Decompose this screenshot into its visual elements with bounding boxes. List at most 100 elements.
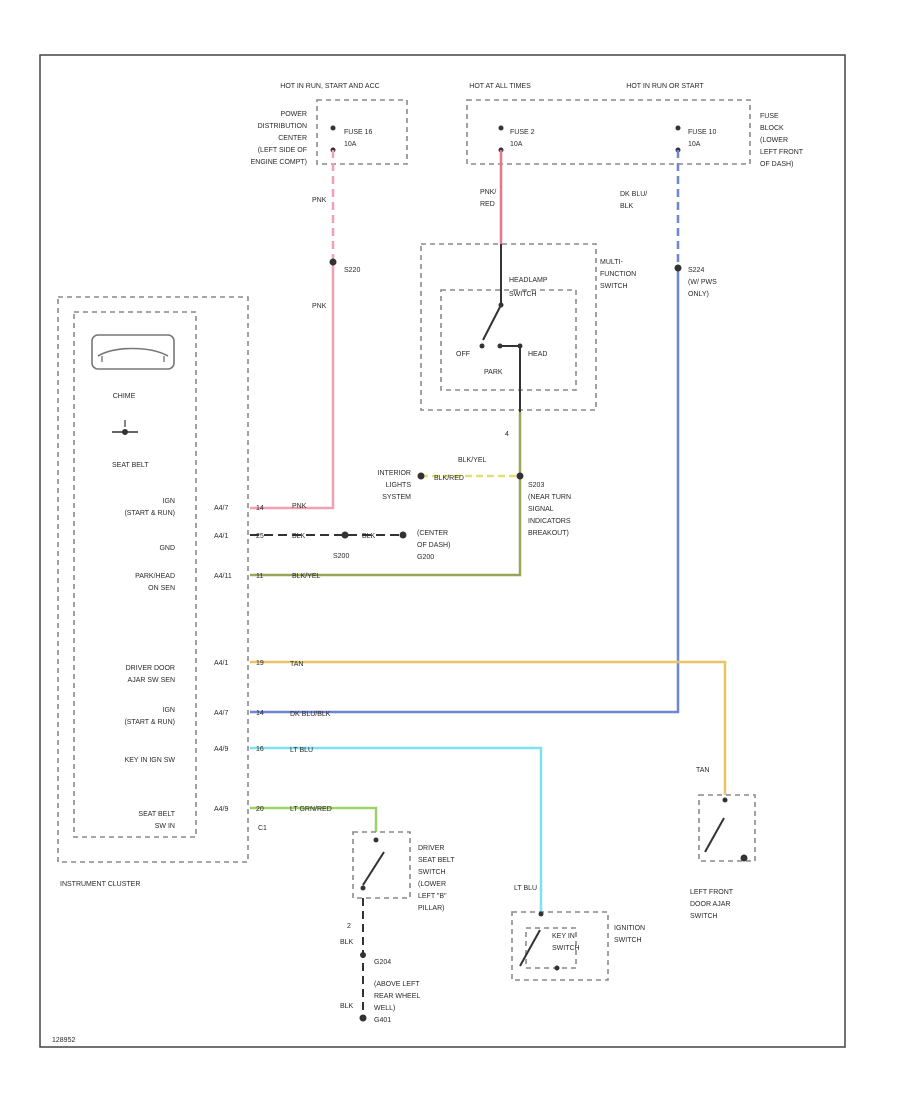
svg-text:IGN: IGN	[163, 498, 175, 505]
svg-text:BLK/YEL: BLK/YEL	[292, 573, 321, 580]
svg-text:(LOWER: (LOWER	[760, 137, 788, 144]
cluster-pin-labels: IGN (START & RUN) GND PARK/HEAD ON SEN D…	[124, 498, 175, 830]
svg-text:BLK: BLK	[340, 939, 354, 946]
key-in-top-contact	[538, 911, 544, 917]
splice-s224	[674, 264, 682, 272]
splice-s200	[341, 531, 349, 539]
diagram-frame	[39, 54, 846, 1048]
svg-text:14: 14	[256, 710, 264, 717]
svg-text:LEFT FRONT: LEFT FRONT	[690, 889, 734, 896]
svg-text:INDICATORS: INDICATORS	[528, 518, 571, 525]
svg-text:4: 4	[505, 431, 509, 438]
svg-text:FUNCTION: FUNCTION	[600, 271, 636, 278]
ignition-switch-label-1: IGNITION	[614, 925, 645, 932]
svg-text:LT BLU: LT BLU	[290, 747, 313, 754]
svg-text:S203: S203	[528, 482, 544, 489]
svg-text:(CENTER: (CENTER	[417, 530, 448, 537]
svg-text:(START & RUN): (START & RUN)	[124, 510, 175, 517]
svg-text:(LEFT SIDE OF: (LEFT SIDE OF	[258, 147, 307, 154]
svg-text:IGN: IGN	[163, 707, 175, 714]
svg-text:25: 25	[256, 533, 264, 540]
fuse2-amp: 10A	[510, 141, 523, 148]
svg-text:GND: GND	[159, 545, 175, 552]
ignition-switch-box	[511, 911, 609, 981]
svg-text:14: 14	[256, 505, 264, 512]
splice-s200-label: S200	[333, 553, 349, 560]
svg-text:AJAR SW SEN: AJAR SW SEN	[128, 677, 175, 684]
svg-text:A4/9: A4/9	[214, 806, 229, 813]
ignition-switch: KEY IN SWITCH IGNITION SWITCH	[511, 911, 645, 981]
svg-text:KEY IN IGN SW: KEY IN IGN SW	[125, 757, 176, 764]
svg-text:ON SEN: ON SEN	[148, 585, 175, 592]
svg-text:BLK/YEL: BLK/YEL	[458, 457, 487, 464]
svg-text:WELL): WELL)	[374, 1005, 395, 1012]
seat-belt-label: SEAT BELT	[112, 462, 149, 469]
splice-s220	[329, 258, 337, 266]
svg-text:G200: G200	[417, 554, 434, 561]
splice-s203	[516, 472, 524, 480]
svg-text:A4/11: A4/11	[214, 573, 232, 580]
wire-blkyel	[250, 412, 522, 577]
fuse16-left-label: FUSE 16	[344, 129, 373, 136]
fuse10-terminal-top	[675, 125, 681, 131]
wire-dkblu-cluster	[250, 268, 680, 714]
svg-text:(START & RUN): (START & RUN)	[124, 719, 175, 726]
fuse10-label: FUSE 10	[688, 129, 717, 136]
svg-text:PILLAR): PILLAR)	[418, 905, 444, 912]
hot-source-center: HOT AT ALL TIMES	[469, 83, 531, 90]
svg-text:LEFT "B": LEFT "B"	[418, 893, 447, 900]
door-ajar-label: LEFT FRONT DOOR AJAR SWITCH	[690, 889, 734, 920]
seat-belt-sw-bot-contact	[360, 885, 366, 891]
svg-text:SWITCH: SWITCH	[509, 291, 537, 298]
svg-text:(ABOVE LEFT: (ABOVE LEFT	[374, 981, 420, 988]
headlamp-output	[500, 345, 521, 412]
svg-text:LT GRN/RED: LT GRN/RED	[290, 806, 332, 813]
fuse2-terminal-top	[498, 125, 504, 131]
wire-ltblu	[250, 746, 543, 912]
svg-text:OF DASH): OF DASH)	[760, 161, 793, 168]
headlamp-switch-box	[440, 289, 577, 391]
svg-text:(LOWER: (LOWER	[418, 881, 446, 888]
sw-head-label: HEAD	[528, 351, 547, 358]
svg-text:LEFT FRONT: LEFT FRONT	[760, 149, 804, 156]
chime-label: CHIME	[113, 393, 136, 400]
pdc-group: HOT IN RUN, START AND ACC FUSE 16 10A PO…	[251, 83, 408, 166]
svg-text:BLOCK: BLOCK	[760, 125, 784, 132]
ground-g200	[399, 531, 407, 539]
hot-source-right: HOT IN RUN OR START	[626, 83, 704, 90]
door-ajar-switch: LEFT FRONT DOOR AJAR SWITCH	[690, 794, 756, 920]
svg-text:BLK: BLK	[292, 533, 306, 540]
interior-lights-terminal	[417, 472, 425, 480]
svg-text:19: 19	[256, 660, 264, 667]
svg-text:DK BLU/BLK: DK BLU/BLK	[290, 711, 331, 718]
sw-park-label: PARK	[484, 369, 503, 376]
svg-text:MULTI-: MULTI-	[600, 259, 623, 266]
svg-text:A4/1: A4/1	[214, 533, 229, 540]
svg-text:BLK/RED: BLK/RED	[434, 475, 464, 482]
key-in-switch-label-1: KEY IN	[552, 933, 575, 940]
svg-text:SWITCH: SWITCH	[690, 913, 718, 920]
svg-text:PNK: PNK	[292, 503, 307, 510]
connector-c1-label: C1	[258, 825, 267, 832]
svg-text:A4/7: A4/7	[214, 710, 229, 717]
pdc-label: POWER DISTRIBUTION CENTER (LEFT SIDE OF …	[251, 111, 307, 166]
svg-text:BLK: BLK	[340, 1003, 354, 1010]
svg-text:DISTRIBUTION: DISTRIBUTION	[258, 123, 307, 130]
svg-text:2: 2	[347, 923, 351, 930]
fuse16-left-amp: 10A	[344, 141, 357, 148]
driver-seat-belt-switch-box	[352, 831, 411, 899]
ignition-switch-label-2: SWITCH	[614, 937, 642, 944]
svg-text:BREAKOUT): BREAKOUT)	[528, 530, 569, 537]
cluster-label: INSTRUMENT CLUSTER	[60, 881, 140, 888]
wire-ltgrn	[250, 806, 378, 832]
key-in-bot-contact	[554, 965, 560, 971]
svg-text:LT BLU: LT BLU	[514, 885, 537, 892]
svg-text:CENTER: CENTER	[278, 135, 307, 142]
svg-text:20: 20	[256, 806, 264, 813]
svg-text:PNK/: PNK/	[480, 189, 496, 196]
headlamp-switch-label: HEADLAMP SWITCH	[509, 277, 548, 298]
svg-text:OF DASH): OF DASH)	[417, 542, 450, 549]
wire-pnk-cluster	[250, 262, 335, 510]
svg-text:G401: G401	[374, 1017, 391, 1024]
